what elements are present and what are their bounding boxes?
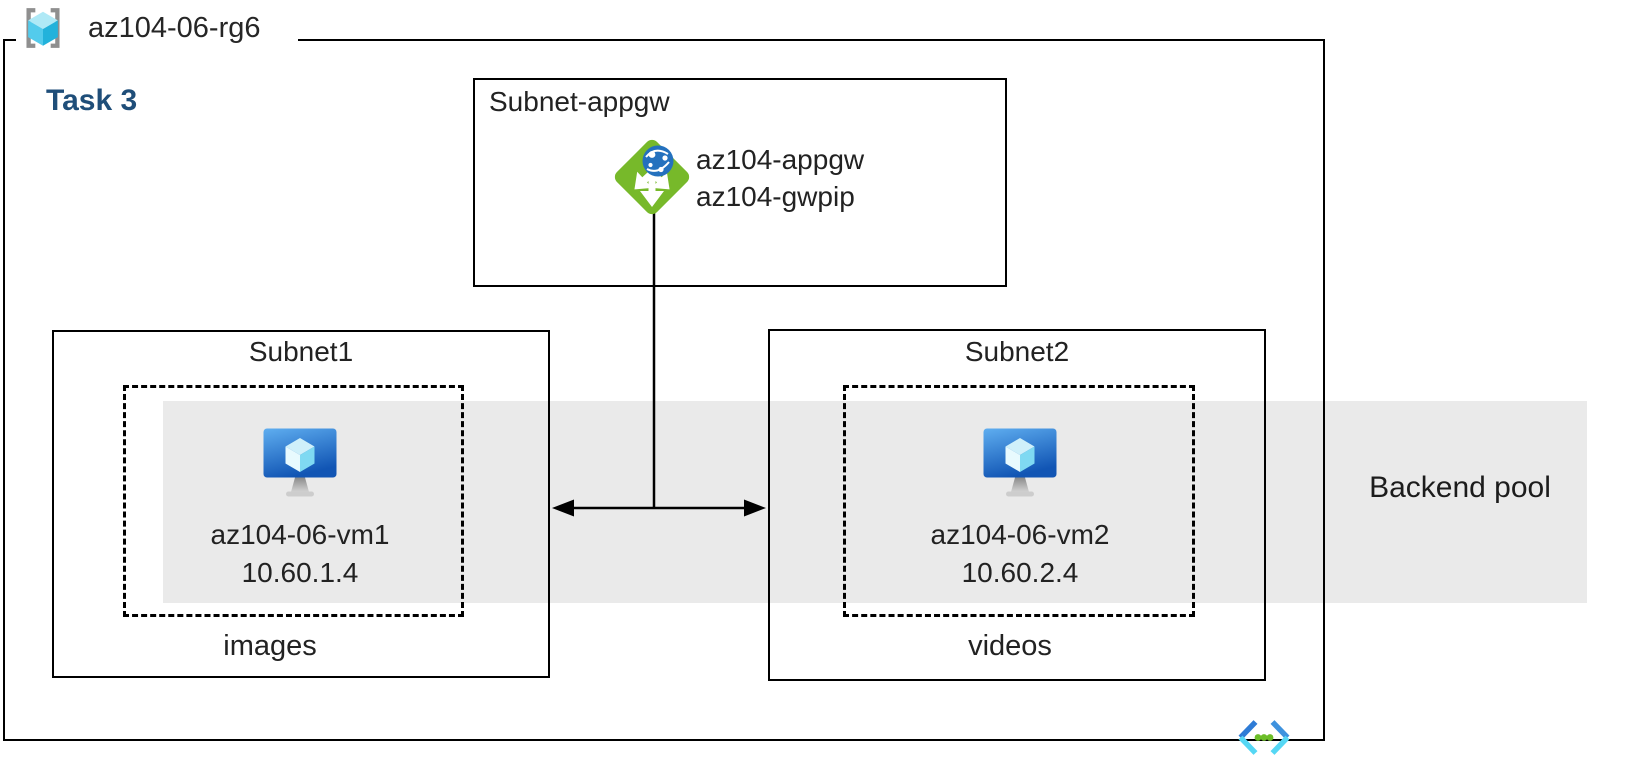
vm1-name: az104-06-vm1 <box>210 519 390 550</box>
resource-group-name: az104-06-rg6 <box>88 12 261 44</box>
backend-pool-label: Backend pool <box>1369 471 1551 504</box>
subnet1-vm-group-box <box>123 385 464 617</box>
subnet2-vm-group-box <box>843 385 1195 617</box>
application-gateway-icon <box>614 139 690 215</box>
subnet1-box <box>52 330 550 678</box>
vm2-ip: 10.60.2.4 <box>961 557 1079 588</box>
backend-pool-band <box>163 401 1587 603</box>
vm2-text: az104-06-vm2 10.60.2.4 <box>870 516 1170 592</box>
subnet2-storage-label: videos <box>968 630 1052 662</box>
vm1-text: az104-06-vm1 10.60.1.4 <box>150 516 450 592</box>
task-label: Task 3 <box>46 84 138 117</box>
subnet1-label: Subnet1 <box>248 336 354 367</box>
subnet-appgw-label: Subnet-appgw <box>489 86 670 117</box>
vm1-ip: 10.60.1.4 <box>241 557 359 588</box>
virtual-network-icon <box>1238 720 1290 755</box>
resource-group-icon <box>26 8 60 48</box>
subnet-appgw-box <box>473 78 1007 287</box>
resource-group-box <box>3 39 1325 741</box>
application-gateway-names: az104-appgw az104-gwpip <box>696 141 864 215</box>
subnet2-label: Subnet2 <box>964 336 1070 367</box>
gateway-public-ip-name: az104-gwpip <box>696 181 855 212</box>
virtual-machine-icon <box>263 428 337 497</box>
virtual-machine-icon <box>983 428 1057 497</box>
application-gateway-name: az104-appgw <box>696 144 865 175</box>
subnet1-storage-label: images <box>223 630 317 662</box>
subnet2-box <box>768 329 1266 681</box>
vm2-name: az104-06-vm2 <box>930 519 1110 550</box>
resource-group-border-gap <box>16 35 298 45</box>
